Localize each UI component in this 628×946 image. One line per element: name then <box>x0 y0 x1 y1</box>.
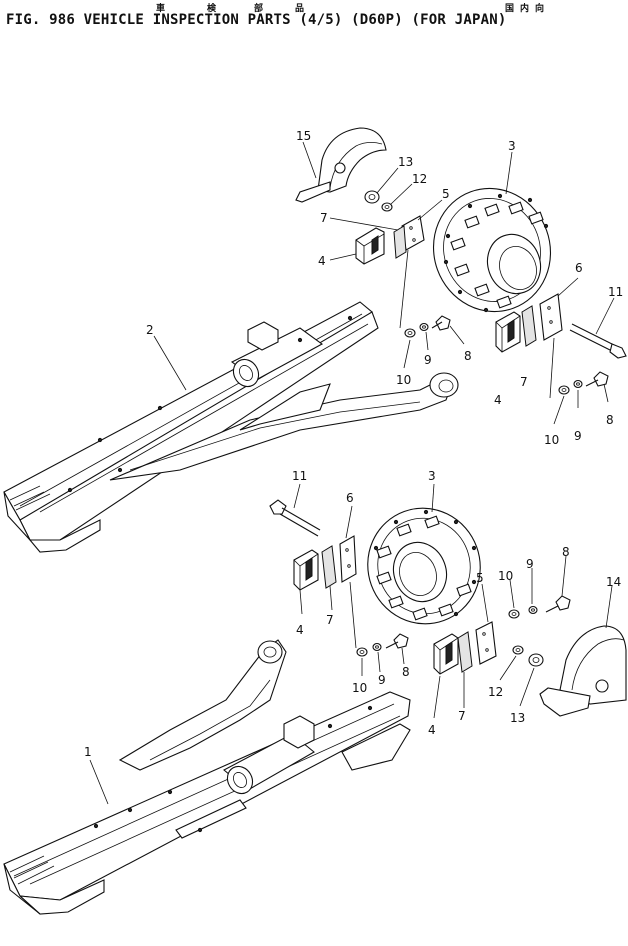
callout-label: 8 <box>562 545 570 559</box>
long-bolt-upper <box>569 323 627 359</box>
bolt-upper-8a <box>431 315 451 331</box>
callout-label: 7 <box>320 211 328 225</box>
jp-glyph: 内 <box>520 4 530 14</box>
callout-label: 4 <box>494 393 502 407</box>
track-frame-lower <box>3 639 411 915</box>
track-frame-upper <box>3 301 459 553</box>
lock-washer-upper-9b <box>573 379 583 389</box>
washer-lower-12 <box>512 645 524 655</box>
shim-plate-upper-6 <box>539 293 563 341</box>
washer-lower-10b <box>356 647 368 657</box>
shim-plate-lower-6 <box>339 535 357 583</box>
callout-label: 14 <box>606 575 621 589</box>
callout-label: 3 <box>508 139 516 153</box>
bolt-upper-8b <box>585 371 609 387</box>
callout-label: 3 <box>428 469 436 483</box>
leader-lines-upper <box>153 141 615 425</box>
sprocket-hub-lower <box>367 507 481 625</box>
callout-label: 7 <box>458 709 466 723</box>
callout-label: 6 <box>575 261 583 275</box>
callout-label: 9 <box>424 353 432 367</box>
washer-lower-10a <box>508 609 520 619</box>
nut-lower-13 <box>528 653 544 667</box>
callout-label: 9 <box>526 557 534 571</box>
leader-lines-lower <box>89 483 613 805</box>
callout-label: 4 <box>428 723 436 737</box>
callout-label: 15 <box>296 129 311 143</box>
callout-label: 9 <box>378 673 386 687</box>
callout-label: 9 <box>574 429 582 443</box>
callout-label: 10 <box>352 681 367 695</box>
callout-label: 7 <box>326 613 334 627</box>
long-bolt-lower <box>269 499 321 537</box>
bolt-lower-8a <box>545 595 571 613</box>
lock-washer-upper-9a <box>419 322 429 332</box>
page-title: FIG. 986 VEHICLE INSPECTION PARTS (4/5) … <box>6 12 507 28</box>
jp-glyph: 国 <box>505 4 515 14</box>
wear-block-upper-left <box>355 227 385 265</box>
shim-plate-lower-7b <box>457 631 473 673</box>
callout-label: 5 <box>476 571 484 585</box>
wear-block-upper-right <box>495 311 521 353</box>
washer-upper-10b <box>558 385 570 395</box>
callout-label: 6 <box>346 491 354 505</box>
shim-plate-upper-7b <box>521 305 537 347</box>
jp-glyph: 車 <box>156 4 166 14</box>
jp-glyph: 品 <box>295 4 305 14</box>
jp-glyph: 向 <box>535 4 545 14</box>
callouts-lower: 11 6 3 4 7 10 9 8 5 10 9 8 14 1 4 7 12 1… <box>84 469 621 759</box>
callout-label: 4 <box>318 254 326 268</box>
jp-glyph: 検 <box>207 4 217 14</box>
callout-label: 5 <box>442 187 450 201</box>
callout-label: 10 <box>544 433 559 447</box>
wear-block-lower-left <box>293 549 319 591</box>
lock-washer-lower-9a <box>528 605 538 615</box>
wear-block-lower-right <box>433 633 459 675</box>
callout-label: 13 <box>510 711 525 725</box>
washer-upper-10a <box>404 328 416 338</box>
callouts-upper: 15 13 12 5 7 4 3 6 11 2 10 9 8 7 4 10 9 … <box>146 129 623 447</box>
shim-plate-lower-7 <box>321 545 337 589</box>
callout-label: 11 <box>608 285 623 299</box>
washer-upper <box>381 202 393 212</box>
callout-label: 13 <box>398 155 413 169</box>
jp-glyph: 部 <box>254 4 264 14</box>
sprocket-hub-upper <box>432 187 552 313</box>
guard-cover-upper <box>295 127 387 203</box>
nut-upper <box>364 190 380 204</box>
callout-label: 8 <box>606 413 614 427</box>
callout-label: 10 <box>396 373 411 387</box>
bolt-lower-8b <box>385 633 409 649</box>
callout-label: 10 <box>498 569 513 583</box>
callout-label: 11 <box>292 469 307 483</box>
callout-label: 8 <box>464 349 472 363</box>
shim-plate-lower-5 <box>475 621 497 665</box>
callout-label: 7 <box>520 375 528 389</box>
callout-label: 1 <box>84 745 92 759</box>
shim-plate-upper-7 <box>393 225 407 259</box>
callout-label: 12 <box>412 172 427 186</box>
callout-label: 2 <box>146 323 154 337</box>
guard-cover-lower <box>539 625 627 717</box>
callout-label: 4 <box>296 623 304 637</box>
callout-label: 12 <box>488 685 503 699</box>
callout-label: 8 <box>402 665 410 679</box>
lock-washer-lower-9b <box>372 642 382 652</box>
